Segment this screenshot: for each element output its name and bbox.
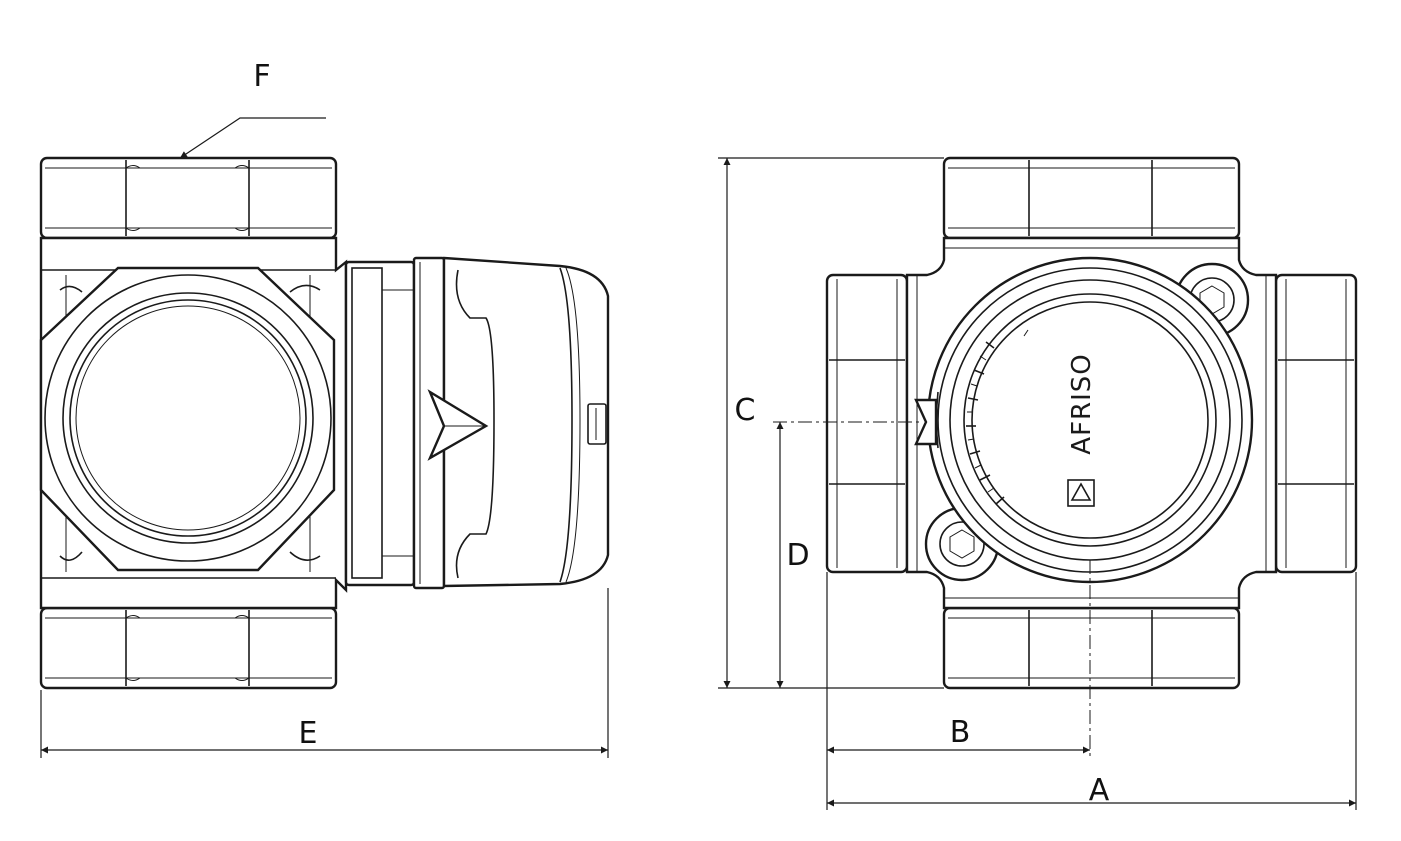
label-f: F [253, 59, 270, 94]
bottom-hex-nut [39, 606, 338, 690]
label-b: B [950, 715, 971, 750]
dimension-lines [40, 117, 1357, 810]
label-e: E [299, 716, 318, 751]
dial-scale [966, 329, 1029, 505]
front-top-nut [942, 156, 1241, 240]
front-view: AFRISO [825, 156, 1358, 690]
actuator [344, 256, 610, 590]
top-hex-nut [39, 156, 338, 240]
front-bottom-nut [942, 606, 1241, 690]
front-left-nut [825, 273, 909, 574]
brand-name: AFRISO [1067, 353, 1097, 454]
label-a: A [1089, 773, 1110, 808]
brand-logo [1067, 479, 1095, 507]
label-d: D [786, 538, 809, 573]
dimension-labels: F E C D B A [253, 59, 1109, 808]
front-dial [914, 256, 1254, 584]
triangle-logo-icon [1070, 482, 1092, 501]
side-view [39, 156, 610, 690]
label-c: C [735, 393, 756, 428]
front-right-nut [1274, 273, 1358, 574]
side-port [39, 266, 336, 572]
